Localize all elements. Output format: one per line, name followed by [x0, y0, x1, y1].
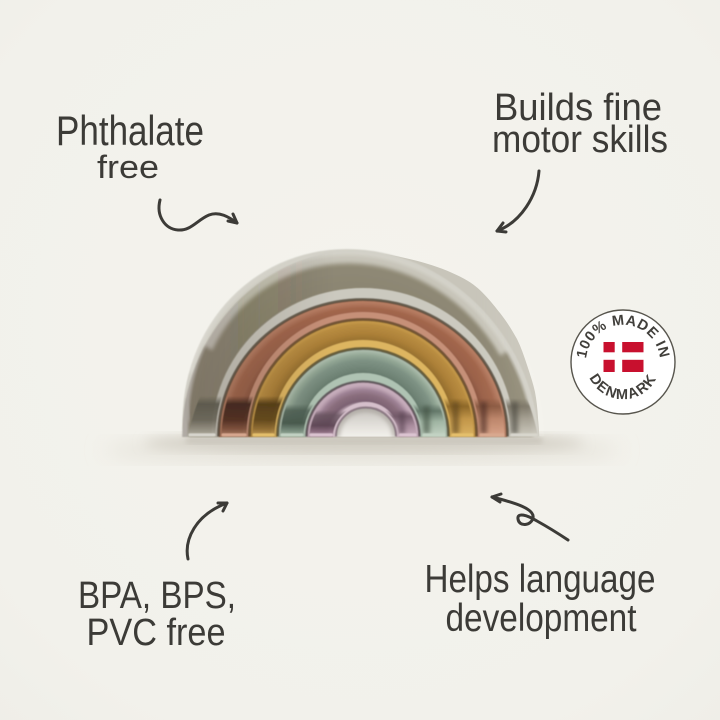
- svg-text:Builds fine: Builds fine: [494, 87, 662, 129]
- svg-text:development: development: [446, 597, 637, 640]
- svg-text:Phthalate: Phthalate: [56, 107, 204, 154]
- svg-text:PVC free: PVC free: [87, 612, 226, 654]
- svg-text:free: free: [97, 149, 159, 185]
- svg-text:motor skills: motor skills: [492, 119, 668, 161]
- svg-text:BPA, BPS,: BPA, BPS,: [78, 575, 236, 617]
- svg-text:Helps language: Helps language: [425, 558, 656, 601]
